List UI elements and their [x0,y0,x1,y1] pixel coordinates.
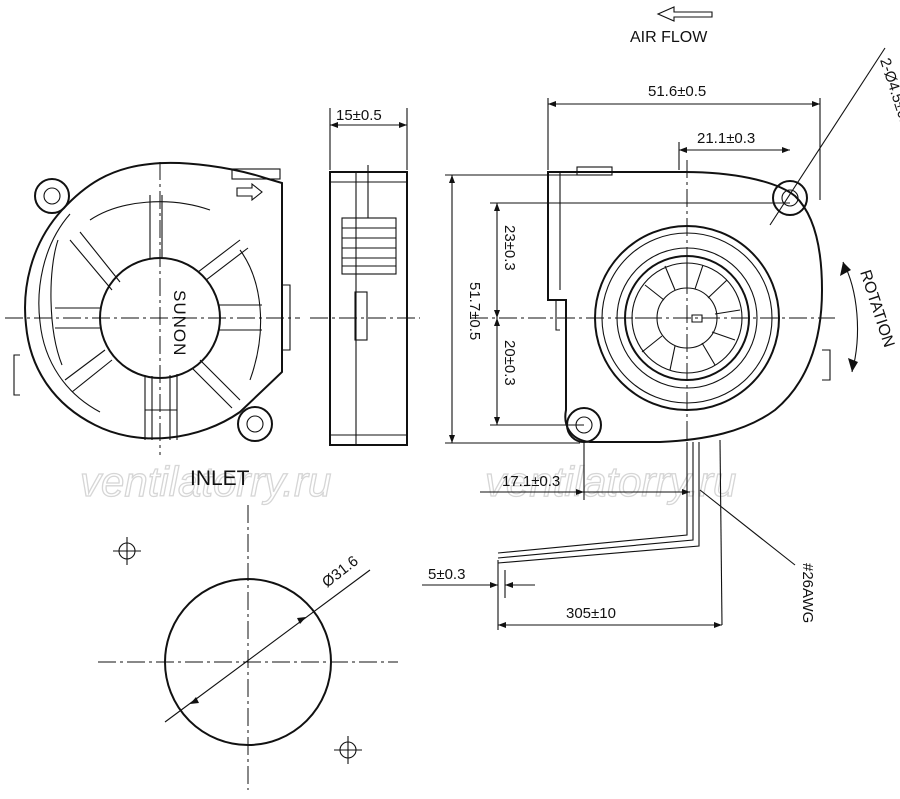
dim-height: 51.7±0.5 [466,282,483,340]
outlet-view [470,160,835,564]
mount-hole-right-top [772,180,808,216]
inlet-detail: Ø31.6 [98,505,398,790]
hub [99,257,221,379]
side-view: 15±0.5 [310,107,420,446]
watermark-left: ventilatorry.ru [80,458,331,505]
wire-gauge-label: #26AWG [799,563,816,623]
mount-hole-bottom-right [237,406,273,442]
rotation-label: ROTATION [856,268,897,350]
air-flow-label: AIR FLOW [630,29,708,46]
dim-lower-center: 20±0.3 [501,340,518,386]
inlet-label: INLET [190,467,250,490]
dim-inlet-diameter: Ø31.6 [319,553,362,592]
dim-upper-center: 23±0.3 [501,225,518,271]
dim-lead-exit: 17.1±0.3 [502,473,560,490]
dim-width: 51.6±0.5 [648,83,706,100]
mount-hole-top-left [34,178,70,214]
rotation-arrow-icon [840,261,859,373]
brand-label: SUNON [170,290,189,356]
dim-mount-holes: 2-Ø4.5±0.3 [876,56,900,133]
dim-lead-length: 305±10 [566,605,616,622]
impeller-outer [594,225,780,411]
watermark-right: ventilatorry.ru [485,458,736,505]
dim-outlet-offset: 21.1±0.3 [697,130,755,147]
front-view: SUNON [5,161,300,455]
direction-arrow-icon [236,182,263,202]
dim-strip-length: 5±0.3 [428,566,465,583]
dim-thickness: 15±0.5 [336,107,382,124]
air-flow-arrow-icon [656,6,713,22]
